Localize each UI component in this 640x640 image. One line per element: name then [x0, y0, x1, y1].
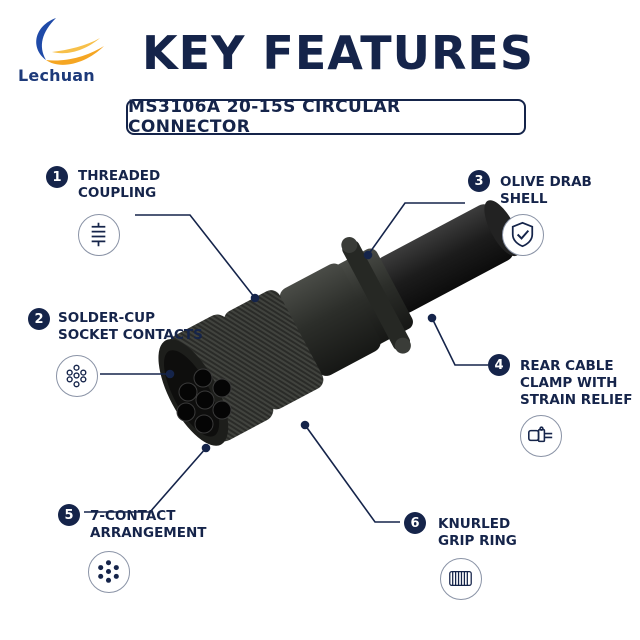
seven-contact-icon: [88, 551, 130, 593]
pin-layout-icon: [56, 355, 98, 397]
feature-5-line-1: 7-CONTACT: [90, 508, 176, 524]
leader-dot-3: [363, 250, 373, 260]
feature-label-1: THREADED COUPLING: [78, 168, 160, 202]
feature-number-5: 5: [58, 504, 80, 526]
knurled-ring-icon: [440, 558, 482, 600]
feature-label-5: 7-CONTACT ARRANGEMENT: [90, 508, 206, 542]
cable-clamp-icon: [520, 415, 562, 457]
socket-holes: [176, 368, 232, 434]
product-subtitle: MS3106A 20-15S CIRCULAR CONNECTOR: [126, 97, 526, 137]
feature-1-line-1: THREADED: [78, 168, 161, 184]
shield-check-icon: [502, 214, 544, 256]
brand-name: Lechuan: [18, 66, 95, 85]
leader-dot-2: [165, 369, 175, 379]
leader-line-5: [84, 447, 207, 513]
feature-1-line-2: COUPLING: [78, 185, 157, 201]
feature-number-6: 6: [404, 512, 426, 534]
leader-line-4: [431, 317, 488, 366]
feature-3-line-1: OLIVE DRAB: [500, 174, 592, 190]
spring-icon: [78, 214, 120, 256]
feature-4-line-3: STRAIN RELIEF: [520, 392, 633, 408]
feature-6-line-2: GRIP RING: [438, 533, 517, 549]
brand-logo: [16, 12, 126, 92]
feature-number-2: 2: [28, 308, 50, 330]
logo-swoosh-icon: [36, 18, 104, 65]
page-title: KEY FEATURES: [142, 26, 534, 80]
feature-label-2: SOLDER-CUP SOCKET CONTACTS: [58, 310, 203, 344]
subtitle-text: MS3106A 20-15S CIRCULAR CONNECTOR: [128, 97, 401, 137]
feature-3-line-2: SHELL: [500, 191, 548, 207]
feature-number-4: 4: [488, 354, 510, 376]
leader-dot-5: [201, 443, 211, 453]
feature-5-line-2: ARRANGEMENT: [90, 525, 207, 541]
leader-dot-1: [250, 293, 260, 303]
leader-line-3: [367, 202, 465, 256]
leader-dot-4: [427, 313, 437, 323]
feature-4-line-1: REAR CABLE: [520, 358, 614, 374]
feature-6-line-1: KNURLED: [438, 516, 511, 532]
leader-dot-6: [300, 420, 310, 430]
feature-2-line-2: SOCKET CONTACTS: [58, 327, 203, 343]
feature-label-4: REAR CABLE CLAMP WITH STRAIN RELIEF: [520, 358, 632, 409]
feature-4-line-2: CLAMP WITH: [520, 375, 618, 391]
leader-line-6: [304, 424, 400, 523]
feature-label-6: KNURLED GRIP RING: [438, 516, 517, 550]
feature-number-3: 3: [468, 170, 490, 192]
feature-2-line-1: SOLDER-CUP: [58, 310, 155, 326]
feature-label-3: OLIVE DRAB SHELL: [500, 174, 592, 208]
feature-number-1: 1: [46, 166, 68, 188]
leader-line-1: [135, 214, 256, 299]
